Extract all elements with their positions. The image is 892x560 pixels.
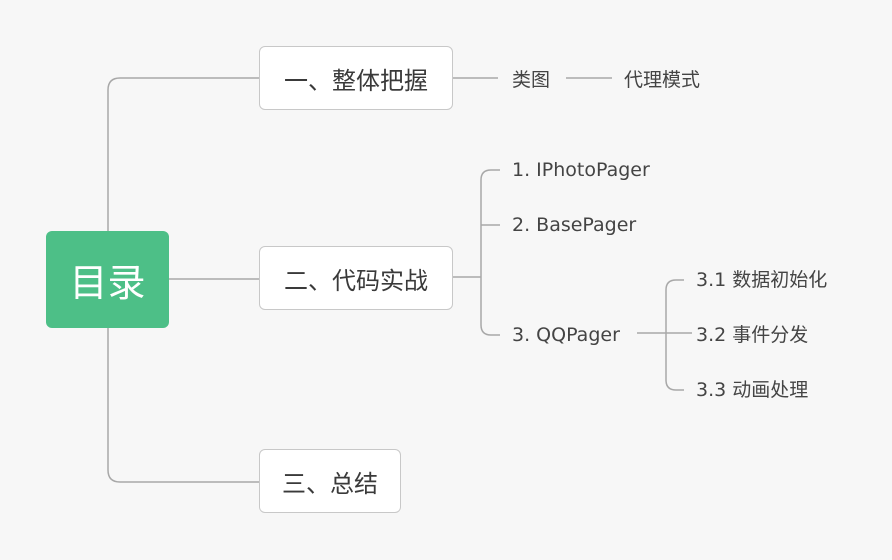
branch-node-overview[interactable]: 一、整体把握 — [259, 46, 453, 110]
leaf-event-dispatch[interactable]: 3.2 事件分发 — [696, 324, 809, 346]
leaf-basepager[interactable]: 2. BasePager — [512, 214, 637, 236]
branch-node-summary[interactable]: 三、总结 — [259, 449, 401, 513]
branch-node-code-practice[interactable]: 二、代码实战 — [259, 246, 453, 310]
root-node[interactable]: 目录 — [46, 231, 169, 328]
leaf-class-diagram[interactable]: 类图 — [512, 69, 551, 91]
leaf-data-init[interactable]: 3.1 数据初始化 — [696, 269, 828, 291]
leaf-animation[interactable]: 3.3 动画处理 — [696, 379, 809, 401]
leaf-proxy-pattern[interactable]: 代理模式 — [624, 69, 701, 91]
leaf-qqpager[interactable]: 3. QQPager — [512, 324, 620, 346]
leaf-iphotopager[interactable]: 1. IPhotoPager — [512, 159, 650, 181]
